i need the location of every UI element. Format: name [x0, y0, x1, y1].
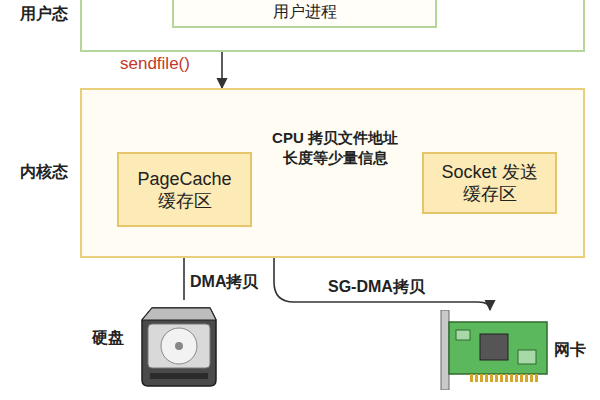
card-bracket: [441, 310, 449, 390]
card-pin: [500, 374, 503, 382]
edge-label: SG-DMA拷贝: [328, 277, 425, 297]
disk-platter: [161, 328, 197, 364]
page-cache-box: PageCache 缓存区: [117, 152, 252, 227]
network-card: 网卡: [440, 310, 550, 390]
card-component: [456, 330, 470, 340]
disk-spindle: [175, 342, 183, 350]
region-label: 网卡: [554, 340, 586, 360]
card-pin: [470, 374, 473, 382]
network-card-icon: [440, 310, 550, 390]
kernel-space-region: 内核态PageCache 缓存区Socket 发送缓存区: [80, 88, 585, 258]
hard-disk: 硬盘: [140, 300, 218, 388]
region-label: 用户态: [20, 4, 68, 24]
card-pin: [495, 374, 498, 382]
hard-disk-icon: [140, 300, 218, 388]
region-label: 硬盘: [92, 328, 124, 348]
user-process-box: 用户进程: [172, 0, 437, 28]
card-pin: [515, 374, 518, 382]
card-pin: [505, 374, 508, 382]
card-pin: [520, 374, 523, 382]
card-pin: [490, 374, 493, 382]
node-text: Socket 发送缓存区: [435, 161, 545, 205]
card-pin: [535, 374, 538, 382]
node-text: PageCache 缓存区: [130, 168, 240, 212]
card-pin: [510, 374, 513, 382]
card-component: [518, 350, 536, 364]
edge-label: sendfile(): [120, 54, 190, 74]
card-pin: [485, 374, 488, 382]
disk-slot: [150, 373, 208, 379]
card-pin: [480, 374, 483, 382]
card-chip: [480, 334, 508, 360]
card-pin: [475, 374, 478, 382]
card-pin: [525, 374, 528, 382]
disk-face: [148, 324, 210, 368]
region-label: 内核态: [20, 162, 68, 182]
node-text: 用户进程: [273, 2, 337, 22]
user-space-region: 用户态用户进程: [80, 0, 585, 52]
card-pcb: [449, 322, 547, 374]
card-pin: [530, 374, 533, 382]
edge-label: CPU 拷贝文件地址 长度等少量信息: [265, 128, 405, 168]
disk-body: [142, 308, 216, 386]
edge-label: DMA拷贝: [190, 272, 258, 292]
disk-top: [142, 308, 216, 320]
socket-buffer-box: Socket 发送缓存区: [422, 152, 557, 214]
